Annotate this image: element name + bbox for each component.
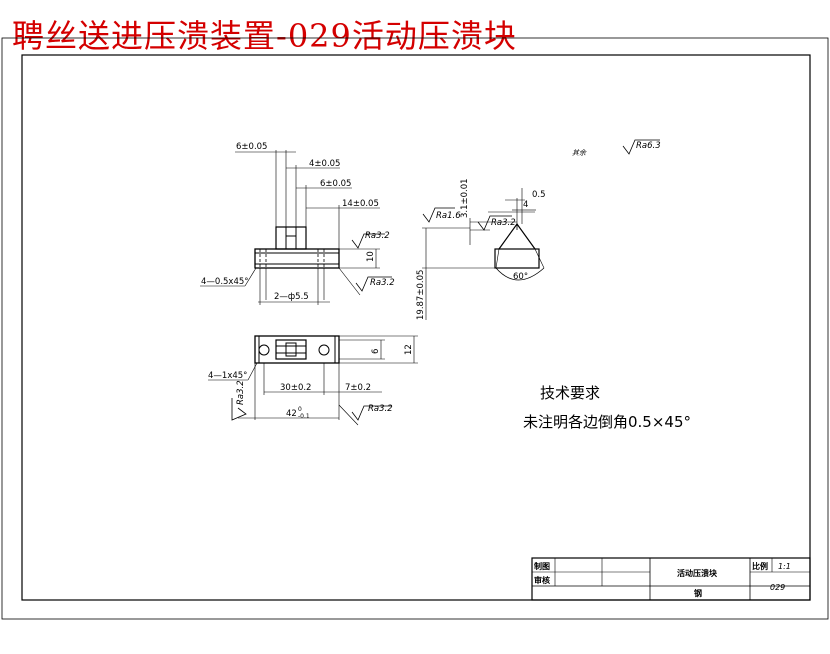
roughness-label: Ra3.2 <box>368 404 393 414</box>
roughness-label: Ra3.2 <box>365 231 390 241</box>
dim-label: 10 <box>366 251 376 262</box>
dim-label: 6±0.05 <box>236 142 267 152</box>
dim-label: 42 <box>286 409 297 419</box>
front-view-labels: 6±0.05 4±0.05 6±0.05 14±0.05 Ra3.2 10 Ra… <box>201 142 395 302</box>
dim-label: 6±0.05 <box>320 179 351 189</box>
dim-label: 19.87±0.05 <box>416 270 426 320</box>
title-block <box>531 557 811 601</box>
angle-label: 60° <box>513 272 528 282</box>
side-view <box>422 188 545 320</box>
notes-line: 未注明各边倒角0.5×45° <box>523 413 691 431</box>
top-view-labels: 4—1x45° Ra3.2 30±0.2 7±0.2 42 0 -0.1 Ra3… <box>208 344 414 420</box>
drawing-number: 029 <box>770 583 785 592</box>
holes-label: 2—ф5.5 <box>274 292 309 302</box>
material: 钢 <box>694 588 702 598</box>
part-name: 活动压溃块 <box>677 568 718 578</box>
dim-label: 6 <box>371 349 381 354</box>
scale-value: 1:1 <box>778 562 791 571</box>
dim-label: 3.1±0.01 <box>460 178 470 218</box>
dim-label: 7±0.2 <box>345 383 371 393</box>
top-view <box>208 335 418 426</box>
front-view <box>200 150 392 305</box>
drawing-title-banner: 聘丝送进压溃装置-029活动压溃块 <box>12 17 517 55</box>
roughness-label: Ra1.6 <box>436 211 461 221</box>
dim-label: 0.5 <box>532 190 546 200</box>
roughness-label: Ra3.2 <box>491 218 516 228</box>
drawn-label: 制图 <box>534 561 550 571</box>
tolerance-lower: -0.1 <box>298 413 310 420</box>
general-roughness-mark: 其余 <box>572 149 587 157</box>
roughness-label: Ra3.2 <box>370 278 395 288</box>
roughness-label: Ra3.2 <box>236 380 246 405</box>
technical-notes: 技术要求 未注明各边倒角0.5×45° <box>523 384 691 431</box>
dim-label: 12 <box>404 344 414 355</box>
general-roughness-value: Ra6.3 <box>636 141 661 151</box>
inner-frame <box>21 54 811 601</box>
side-view-labels: 0.5 3.1±0.01 4 Ra1.6 Ra3.2 19.87±0.05 60… <box>416 178 546 320</box>
title-block-labels: 制图 审核 活动压溃块 比例 1:1 钢 029 <box>534 561 791 598</box>
dim-label: 4 <box>523 200 528 210</box>
general-roughness: 其余 Ra6.3 <box>572 139 661 157</box>
chamfer-label: 4—0.5x45° <box>201 277 249 287</box>
dim-label: 14±0.05 <box>342 199 379 209</box>
dim-label: 30±0.2 <box>280 383 311 393</box>
outer-frame <box>1 37 829 620</box>
scale-label: 比例 <box>752 561 768 571</box>
chamfer-label: 4—1x45° <box>208 371 247 381</box>
dim-label: 4±0.05 <box>309 159 340 169</box>
checked-label: 审核 <box>534 575 550 585</box>
notes-heading: 技术要求 <box>540 384 600 402</box>
tolerance-upper: 0 <box>298 406 302 413</box>
